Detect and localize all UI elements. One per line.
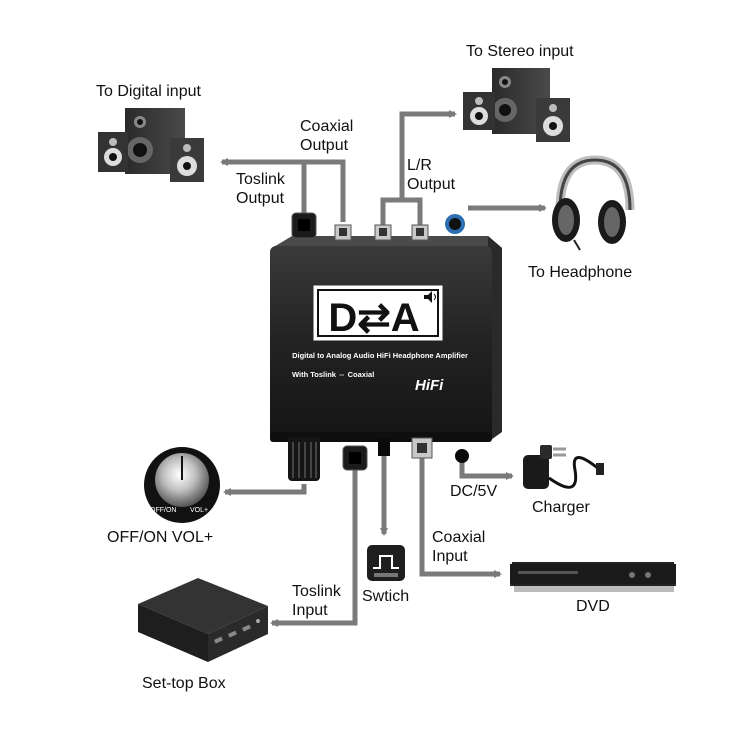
logo-text: D⇄A <box>328 296 419 340</box>
speaker-set-icon <box>98 108 204 182</box>
top-connectors <box>291 212 465 241</box>
dac-device: D⇄A Digital to Analog Audio HiFi Headpho… <box>270 212 502 481</box>
arrow-to-digital-input <box>220 158 346 222</box>
charger-icon <box>523 445 604 489</box>
label-toslink-input: Toslink Input <box>292 583 341 619</box>
set-top-box-icon <box>138 578 268 662</box>
label-to-headphone: To Headphone <box>528 264 633 281</box>
dc-port <box>455 449 469 463</box>
speaker-small-icon <box>424 291 436 303</box>
switch-icon <box>367 545 405 581</box>
knob-vol-label: VOL+ <box>190 507 208 514</box>
connection-arrows <box>220 110 547 627</box>
switch-port <box>378 438 390 456</box>
volume-knob-icon: OFF/ON VOL+ <box>144 447 220 523</box>
headphone-icon <box>552 155 635 251</box>
product-description-line1: Digital to Analog Audio HiFi Headphone A… <box>292 351 468 360</box>
stereo-speaker-set-icon <box>463 68 570 142</box>
label-switch: Swtich <box>362 588 410 605</box>
label-coaxial-input: Coaxial Input <box>432 529 486 565</box>
label-off-on-vol: OFF/ON VOL+ <box>107 529 214 546</box>
label-to-stereo-input: To Stereo input <box>466 43 574 60</box>
arrow-toslink-input <box>270 470 358 627</box>
label-to-digital-input: To Digital input <box>96 83 201 100</box>
arrow-to-volume-knob <box>223 484 307 496</box>
arrow-lr-output-bracket <box>380 197 423 228</box>
product-description-line2: With Toslink ⇔ Coaxial <box>292 370 374 379</box>
arrow-dc-power <box>459 458 514 480</box>
label-charger: Charger <box>532 499 590 516</box>
label-dc-5v: DC/5V <box>450 483 498 500</box>
bottom-connectors <box>288 437 469 481</box>
logo-box <box>313 285 443 341</box>
dvd-player-icon <box>510 562 676 592</box>
label-dvd: DVD <box>576 598 610 615</box>
label-lr-output: L/R Output <box>407 157 456 193</box>
arrow-coaxial-input <box>419 458 502 578</box>
label-toslink-output: Toslink Output <box>236 171 285 207</box>
label-set-top-box: Set-top Box <box>142 675 226 692</box>
label-coaxial-output: Coaxial Output <box>300 118 354 154</box>
knob-off-on-label: OFF/ON <box>150 507 176 514</box>
hifi-badge: HiFi <box>415 377 444 394</box>
arrow-to-stereo-input <box>399 110 457 200</box>
